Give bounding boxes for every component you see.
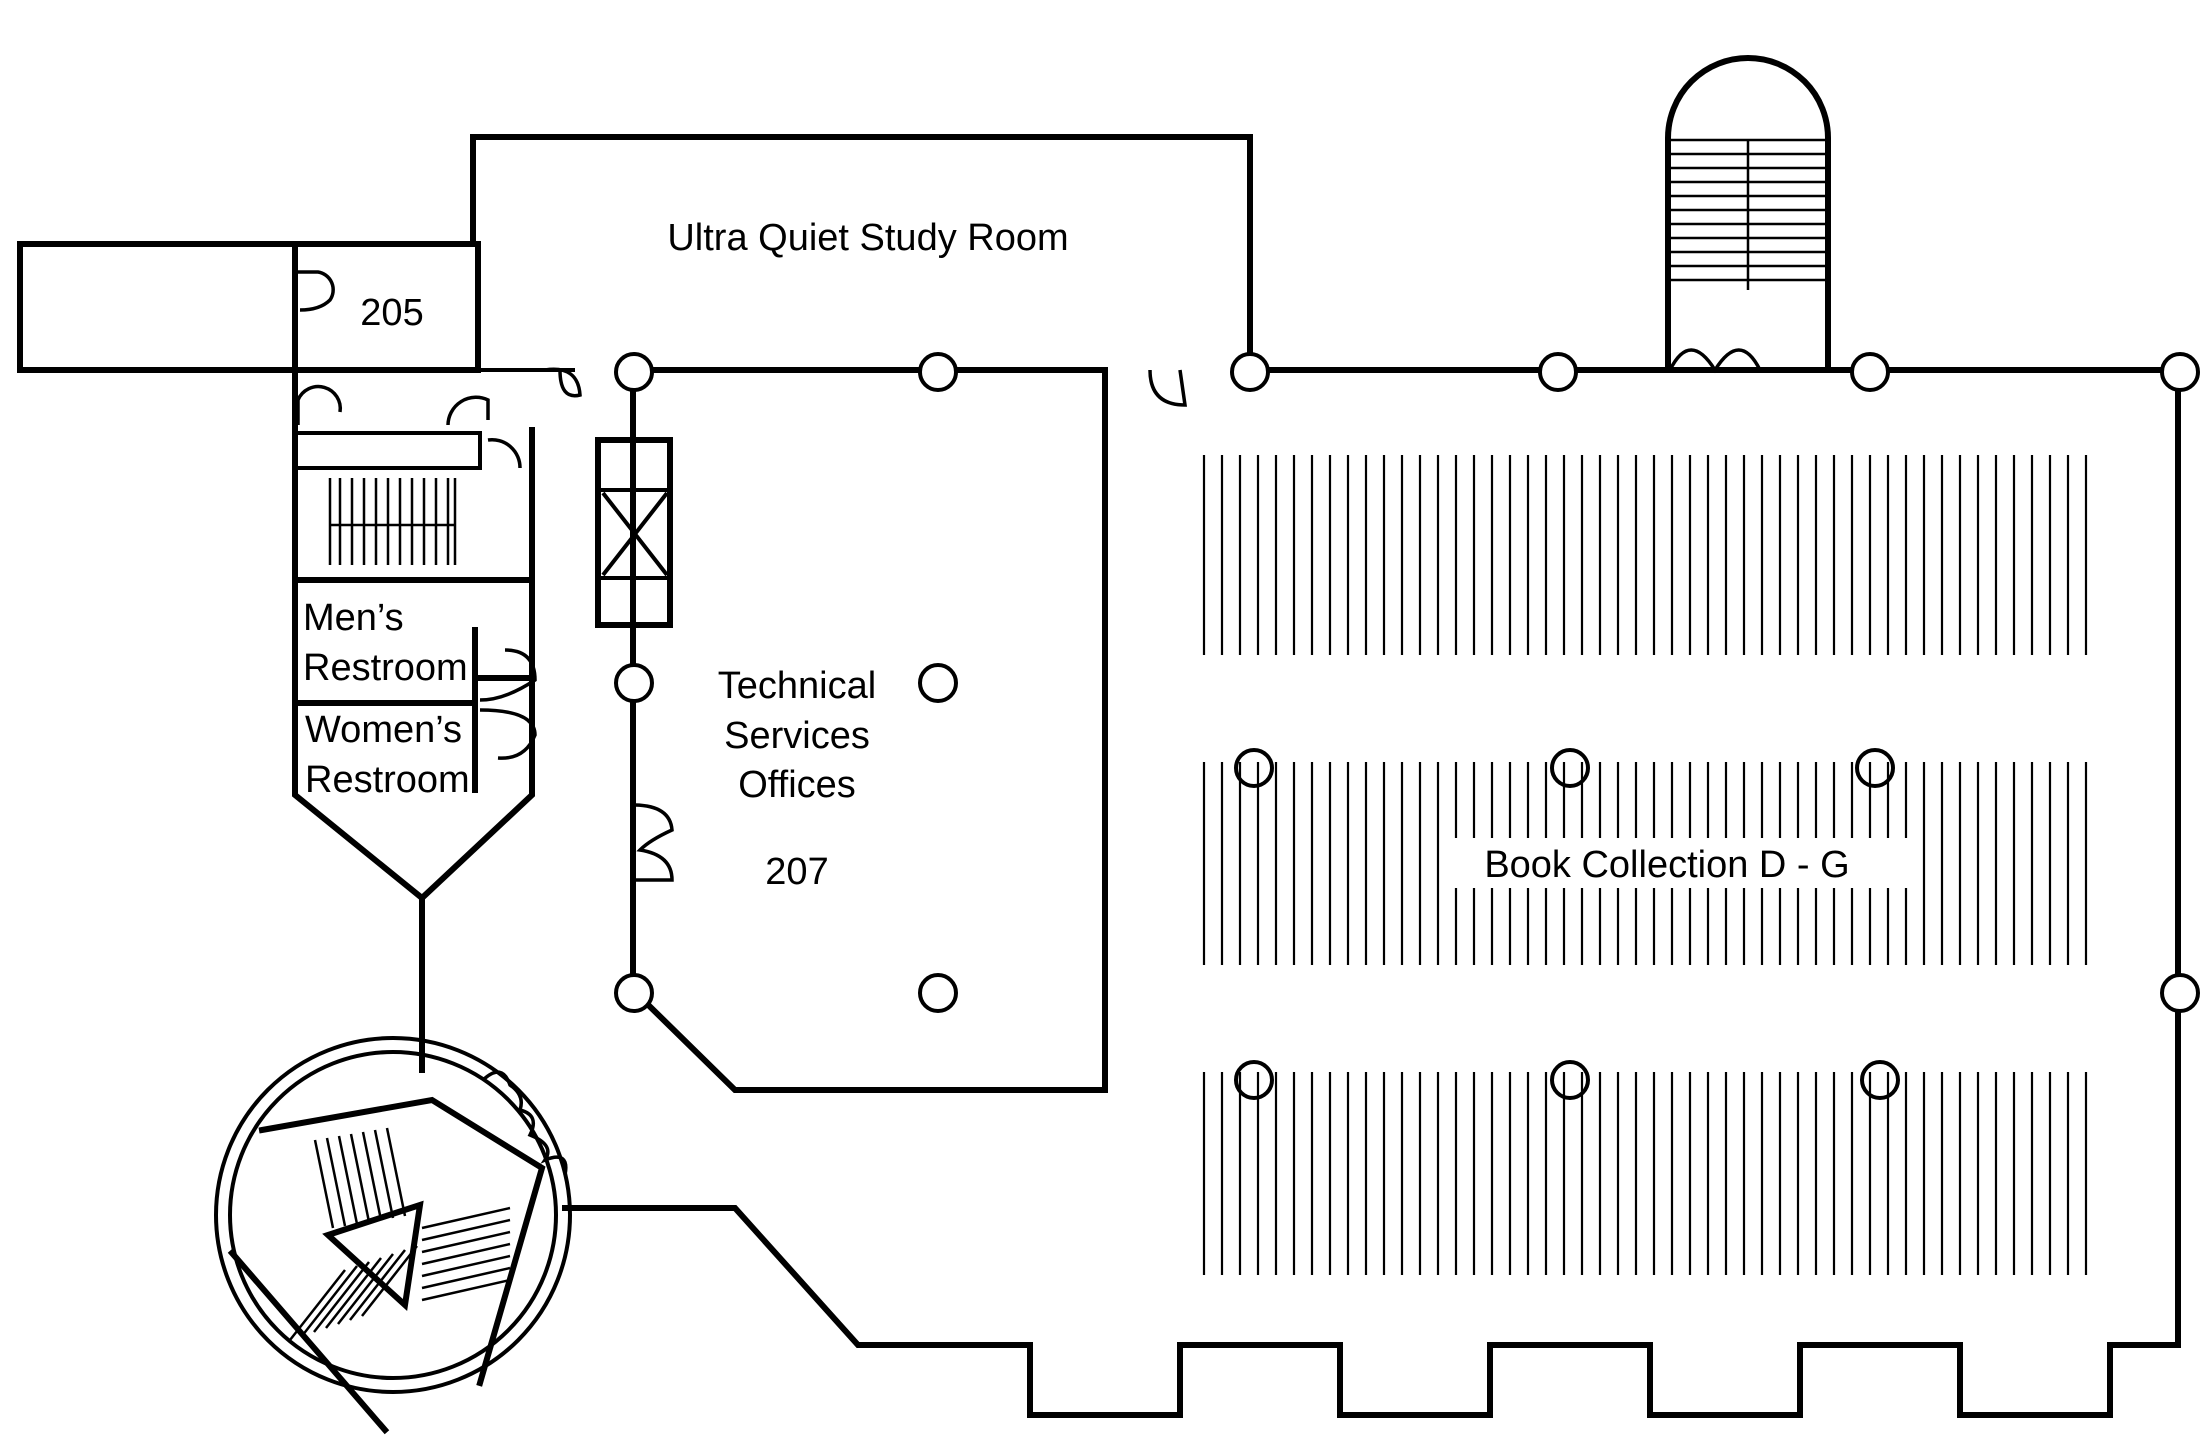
label-womens-restroom-line-1: Women’s — [305, 709, 462, 751]
stair-tread — [421, 1254, 511, 1278]
label-book-collection: Book Collection D - G — [1484, 844, 1849, 886]
stair-tread — [337, 1253, 394, 1325]
stair-tread — [325, 1257, 382, 1329]
doors — [296, 270, 1762, 1176]
stair-tread — [361, 1245, 418, 1317]
label-mens-restroom-line-1: Men’s — [303, 597, 404, 639]
stair-tread — [385, 1127, 407, 1217]
building-walls — [17, 55, 2181, 1418]
label-mens-restroom-line-2: Restroom — [303, 647, 468, 689]
stair-tread — [421, 1230, 511, 1254]
west-stairs — [328, 478, 457, 565]
label-room-207: 207 — [765, 851, 828, 893]
label-ultra-quiet-study-room: Ultra Quiet Study Room — [667, 217, 1068, 259]
stair-tread — [349, 1249, 406, 1321]
stair-tread — [361, 1131, 383, 1221]
stair-tread — [421, 1278, 511, 1302]
stair-tread — [421, 1242, 511, 1266]
room-labels: Ultra Quiet Study Room 205 Men’s Restroo… — [303, 217, 1912, 893]
book-collection-label-backdrop — [1452, 838, 1912, 888]
stair-tread — [313, 1261, 370, 1333]
stair-tread — [289, 1269, 346, 1341]
stair-tread — [349, 1133, 371, 1223]
stair-tread — [325, 1137, 347, 1227]
spiral-staircase — [214, 1036, 572, 1435]
label-technical-services-line-2: Services — [724, 715, 870, 757]
stair-tread — [373, 1129, 395, 1219]
stair-tread — [421, 1218, 511, 1242]
label-womens-restroom-line-2: Restroom — [305, 759, 470, 801]
stair-tread — [421, 1206, 511, 1230]
label-technical-services-line-1: Technical — [718, 665, 876, 707]
columns — [614, 352, 2200, 1100]
label-room-205: 205 — [360, 292, 423, 334]
stair-tread — [337, 1135, 359, 1225]
stair-tread — [421, 1266, 511, 1290]
stair-tread — [313, 1139, 335, 1229]
stair-tread — [301, 1265, 358, 1337]
label-technical-services-line-3: Offices — [738, 764, 856, 806]
north-stairs — [1668, 138, 1828, 290]
